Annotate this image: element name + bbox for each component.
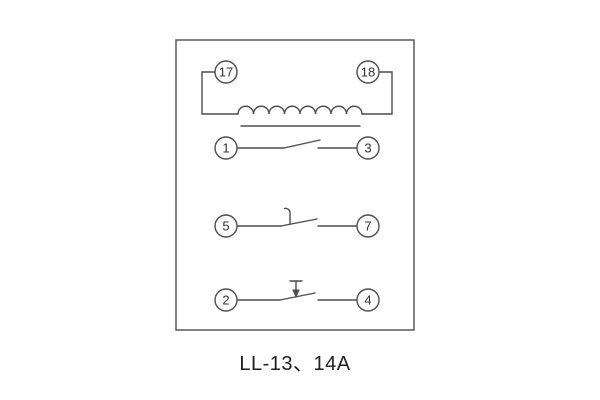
contact-5-7-blade xyxy=(280,218,318,227)
terminal-17-circle xyxy=(214,60,238,84)
coil-lead-left xyxy=(201,71,239,115)
terminal-7-label: 7 xyxy=(364,219,371,234)
terminal-4-label: 4 xyxy=(364,293,371,308)
terminal-3-circle xyxy=(356,136,380,160)
terminal-1-circle xyxy=(214,136,238,160)
enclosure-outline xyxy=(175,39,415,331)
terminal-5-label: 5 xyxy=(222,219,229,234)
contact-2-4-blade xyxy=(279,292,316,301)
schematic-lines xyxy=(175,39,415,331)
coil-winding xyxy=(237,105,363,115)
terminal-2-label: 2 xyxy=(222,293,229,308)
model-caption: LL-13、14A xyxy=(239,353,351,375)
actuator-arrowhead-icon xyxy=(292,289,300,298)
coil-lead-right xyxy=(361,71,393,115)
contact-1-3-blade xyxy=(283,139,321,149)
terminal-18-label: 18 xyxy=(361,65,375,80)
terminal-3-label: 3 xyxy=(364,141,371,156)
terminal-17-label: 17 xyxy=(219,65,233,80)
terminal-4-circle xyxy=(356,288,380,312)
terminal-5-circle xyxy=(214,214,238,238)
terminal-2-circle xyxy=(214,288,238,312)
terminal-18-circle xyxy=(356,60,380,84)
contact-5-7-latch-hook-icon xyxy=(283,207,291,225)
terminal-7-circle xyxy=(356,214,380,238)
terminal-1-label: 1 xyxy=(222,141,229,156)
terminal-labels: 17 18 1 3 5 7 2 4 xyxy=(219,65,375,308)
